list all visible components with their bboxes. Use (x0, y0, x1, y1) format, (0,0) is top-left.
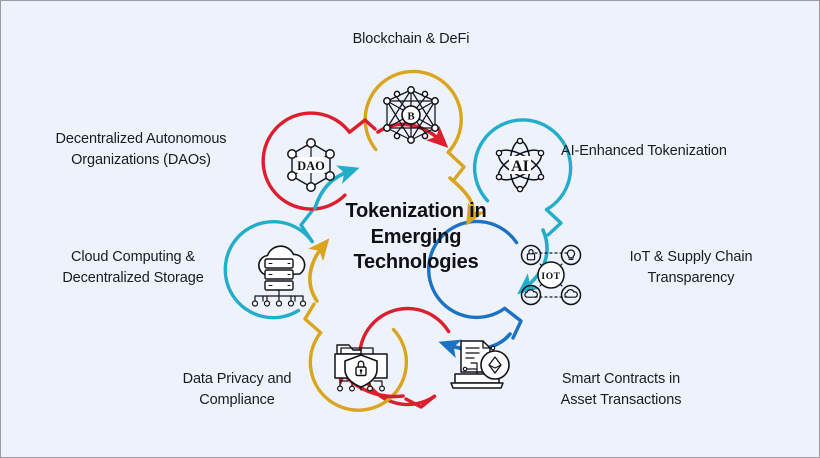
label-ai-tokenization: AI-Enhanced Tokenization (561, 143, 727, 159)
arrow-privacy-to-cloud (308, 238, 330, 303)
ring-privacy (308, 327, 409, 412)
iot-hub-icon: IOT (520, 244, 582, 306)
elbow-smart-to-privacy (404, 394, 437, 409)
arrow-blockchain-to-ai (448, 176, 486, 226)
svg-text:DAO: DAO (297, 159, 325, 173)
elbow-dao-to-blockchain (347, 118, 377, 134)
center-title: Tokenization in Emerging Technologies (345, 200, 487, 274)
elbow-ai-to-iot (544, 207, 563, 237)
blockchain-network-icon: B (383, 86, 439, 144)
svg-text:IOT: IOT (541, 272, 560, 282)
arrow-ai-to-iot (517, 228, 549, 295)
smart-contract-laptop-icon (450, 340, 510, 389)
ring-smart (357, 306, 451, 407)
ring-cloud (223, 219, 314, 320)
ring-arcs (223, 69, 573, 412)
svg-text:B: B (407, 110, 415, 122)
elbow-iot-to-smart (503, 306, 523, 340)
node-icons: B AI (251, 86, 582, 392)
label-data-privacy: Data Privacy and Compliance (182, 371, 292, 409)
svg-text:AI: AI (511, 158, 529, 175)
label-cloud-storage: Cloud Computing & Decentralized Storage (62, 249, 204, 287)
label-smart-contracts: Smart Contracts in Asset Transactions (560, 371, 682, 409)
dao-hexagon-network-icon: DAO (287, 138, 335, 192)
label-daos: Decentralized Autonomous Organizations (… (55, 131, 227, 169)
elbow-cloud-to-dao (299, 209, 314, 244)
label-iot-supply-chain: IoT & Supply Chain Transparency (629, 249, 753, 287)
arrow-cloud-to-dao (313, 165, 360, 210)
ai-atom-icon: AI (495, 137, 545, 193)
elbow-blockchain-to-ai (446, 150, 466, 183)
label-blockchain-defi: Blockchain & DeFi (352, 31, 470, 47)
cloud-server-icon (251, 245, 307, 307)
ring-iot (427, 219, 519, 320)
ring-ai (472, 118, 573, 212)
elbow-privacy-to-cloud (303, 302, 323, 335)
folder-shield-lock-icon (334, 344, 388, 392)
